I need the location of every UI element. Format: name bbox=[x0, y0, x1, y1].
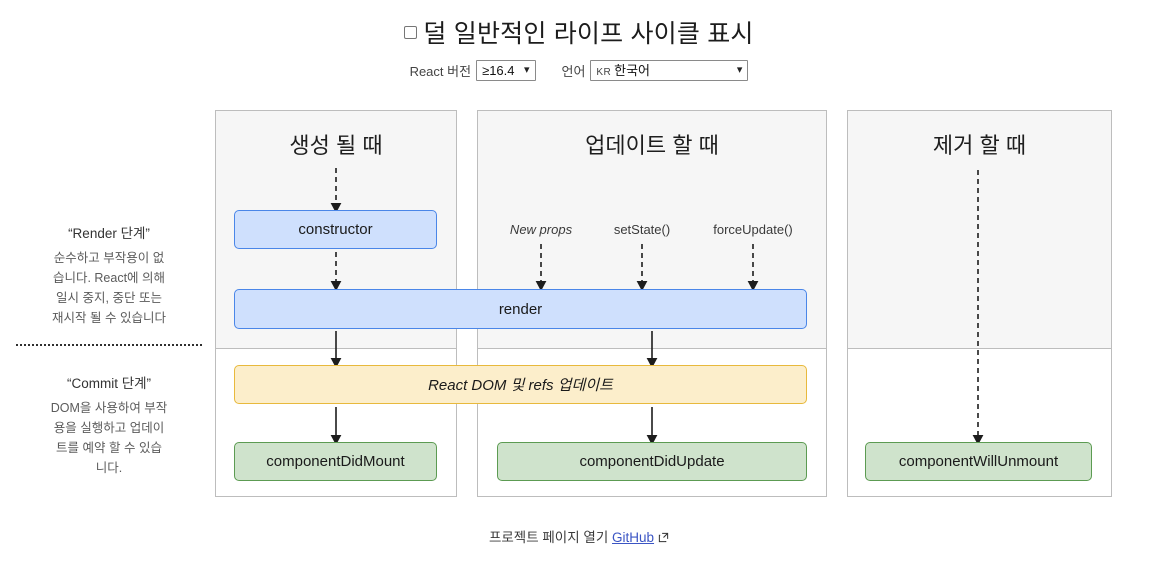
column-unmount: 제거 할 때 bbox=[847, 110, 1112, 497]
legend-commit-body: DOM을 사용하여 부작 용을 실행하고 업데이 트를 예약 할 수 있습 니다… bbox=[14, 398, 204, 478]
chevron-down-icon: ▾ bbox=[736, 64, 743, 76]
language-tag: KR bbox=[596, 67, 612, 78]
trigger-force-update: forceUpdate() bbox=[713, 222, 793, 237]
column-unmount-title: 제거 할 때 bbox=[932, 133, 1027, 158]
legend-render-title: “Render 단계” bbox=[68, 226, 150, 241]
language-value: 한국어 bbox=[614, 63, 651, 78]
trigger-set-state: setState() bbox=[613, 222, 671, 237]
column-unmount-render-phase bbox=[848, 111, 1111, 349]
trigger-new-props: New props bbox=[509, 222, 573, 237]
legend-render-body: 순수하고 부작용이 없 습니다. React에 의해 일시 중지, 중단 또는 … bbox=[14, 248, 204, 328]
legend-commit-line-2: 용을 실행하고 업데이 bbox=[53, 421, 165, 435]
legend-commit-title: “Commit 단계” bbox=[66, 376, 152, 391]
column-update-title: 업데이트 할 때 bbox=[585, 133, 719, 158]
legend-commit-line-3: 트를 예약 할 수 있습 bbox=[56, 441, 162, 455]
legend-render-line-1: 순수하고 부작용이 없 bbox=[53, 251, 165, 265]
react-version-label: React 버전 bbox=[409, 64, 472, 79]
node-react-dom-refs-update[interactable]: React DOM 및 refs 업데이트 bbox=[234, 365, 807, 404]
legend-render-line-2: 습니다. React에 의해 bbox=[52, 271, 166, 285]
node-render[interactable]: render bbox=[234, 289, 807, 329]
react-version-select[interactable]: ≥16.4 ▾ bbox=[476, 60, 536, 81]
legend-render-phase: “Render 단계” 순수하고 부작용이 없 습니다. React에 의해 일… bbox=[14, 222, 204, 328]
legend-divider bbox=[16, 344, 202, 346]
language-label: 언어 bbox=[561, 64, 586, 79]
legend-render-line-4: 재시작 될 수 있습니다 bbox=[52, 311, 166, 325]
page-title-row: 덜 일반적인 라이프 사이클 표시 bbox=[0, 14, 1158, 50]
react-version-value: ≥16.4 bbox=[482, 63, 515, 78]
legend-commit-line-4: 니다. bbox=[95, 461, 123, 475]
node-component-will-unmount[interactable]: componentWillUnmount bbox=[865, 442, 1092, 481]
legend-commit-line-1: DOM을 사용하여 부작 bbox=[50, 401, 168, 415]
chevron-down-icon: ▾ bbox=[523, 64, 530, 76]
node-component-did-update[interactable]: componentDidUpdate bbox=[497, 442, 807, 481]
github-link[interactable]: GitHub bbox=[612, 530, 655, 545]
external-link-icon bbox=[658, 531, 669, 546]
legend-commit-phase: “Commit 단계” DOM을 사용하여 부작 용을 실행하고 업데이 트를 … bbox=[14, 372, 204, 478]
page-title: 덜 일반적인 라이프 사이클 표시 bbox=[423, 20, 754, 48]
node-constructor[interactable]: constructor bbox=[234, 210, 437, 249]
footer-text: 프로젝트 페이지 열기 bbox=[488, 530, 609, 545]
column-mount-title: 생성 될 때 bbox=[289, 133, 383, 158]
footer: 프로젝트 페이지 열기 GitHub bbox=[0, 526, 1158, 546]
legend-render-line-3: 일시 중지, 중단 또는 bbox=[56, 291, 162, 305]
node-component-did-mount[interactable]: componentDidMount bbox=[234, 442, 437, 481]
show-less-common-checkbox[interactable] bbox=[404, 25, 418, 39]
